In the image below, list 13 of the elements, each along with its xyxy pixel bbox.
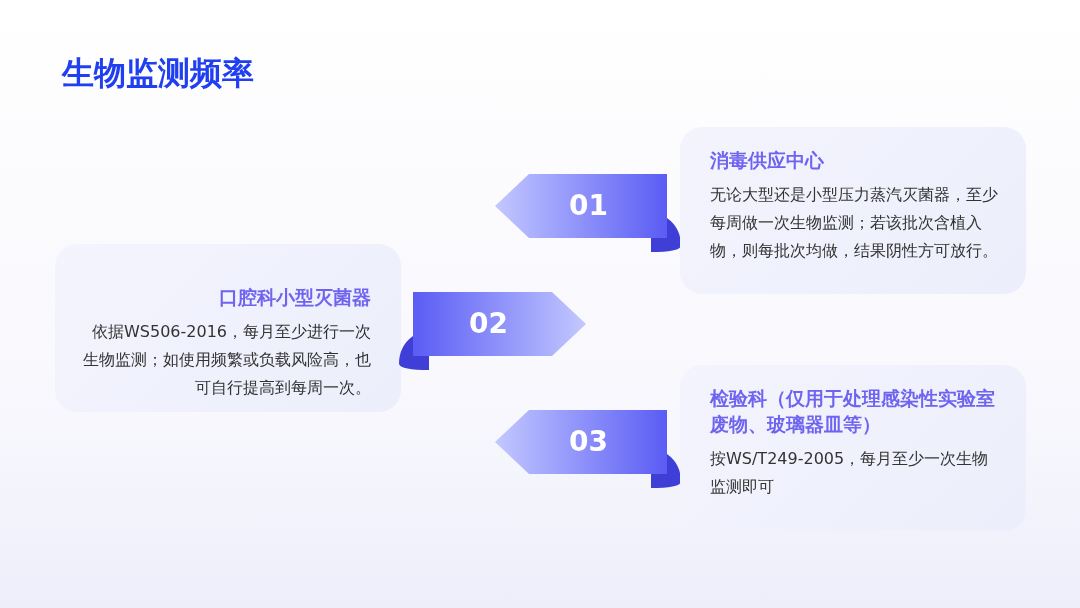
step-number: 01 <box>569 189 608 222</box>
card-text: 按WS/T249-2005，每月至少一次生物监测即可 <box>710 448 990 498</box>
info-card <box>680 127 1026 294</box>
card-heading: 口腔科小型灭菌器 <box>218 285 371 310</box>
step-number: 02 <box>469 307 508 340</box>
card-text: 依据WS506-2016，每月至少进行一次生物监测；如使用频繁或负载风险高，也可自行提高到每周一次。 <box>82 321 371 399</box>
card-heading: 消毒供应中心 <box>710 148 825 173</box>
step-number: 03 <box>569 425 608 458</box>
slide-title: 生物监测频率 <box>62 53 254 94</box>
info-card <box>55 244 401 412</box>
info-card <box>680 365 1026 531</box>
card-heading: 检验科（仅用于处理感染性实验室废物、玻璃器皿等） <box>710 386 996 437</box>
card-text: 无论大型还是小型压力蒸汽灭菌器，至少每周做一次生物监测；若该批次含植入物，则每批次均做，结果阴性方可放行。 <box>710 184 999 262</box>
